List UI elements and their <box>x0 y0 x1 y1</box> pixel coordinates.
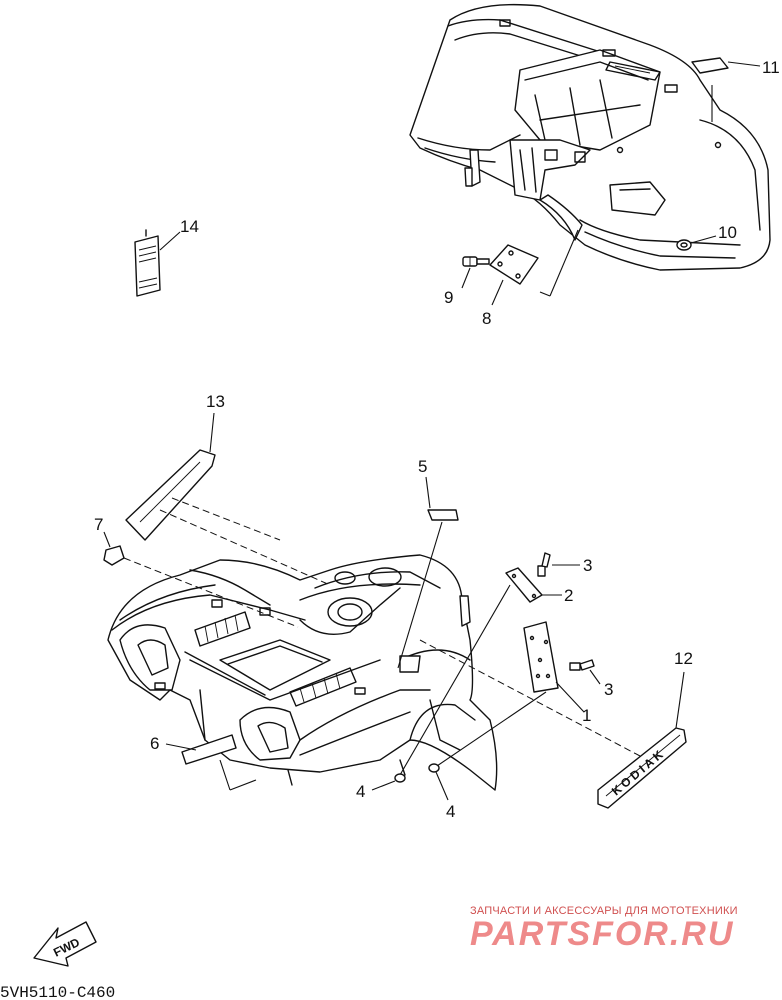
leader-1-b <box>433 691 547 769</box>
decal-part-13 <box>125 449 216 541</box>
leader-11 <box>727 61 761 67</box>
bracket-part-2 <box>505 567 543 603</box>
callout-3-upper: 3 <box>583 556 592 575</box>
leader-7-dash <box>123 557 299 628</box>
callout-8: 8 <box>482 309 491 328</box>
leader-8-c <box>549 229 579 297</box>
leader-5-b <box>397 521 443 669</box>
bolt-part-3-upper <box>537 552 551 577</box>
leader-8 <box>491 279 504 306</box>
bolt-part-3-lower <box>569 659 595 671</box>
leader-5 <box>425 476 431 509</box>
bracket-part-8 <box>489 244 539 285</box>
warning-label-part-14 <box>134 229 161 297</box>
decal-part-5 <box>427 509 459 521</box>
grommet-part-10 <box>676 239 692 251</box>
decal-kodiak-text: KODIAK <box>609 746 668 799</box>
bolt-part-9 <box>462 256 490 267</box>
callout-2: 2 <box>564 586 573 605</box>
callout-7: 7 <box>94 515 103 534</box>
leader-13-dash <box>159 509 331 586</box>
callout-12: 12 <box>674 649 693 668</box>
leader-12-dash <box>419 639 641 757</box>
diagram-code: 5VH5110-C460 <box>0 984 116 1000</box>
leader-13-dash-b <box>171 497 281 541</box>
callout-4-right: 4 <box>446 802 455 821</box>
leader-7 <box>103 531 111 548</box>
callout-3-lower: 3 <box>604 680 613 699</box>
callout-11: 11 <box>762 58 780 77</box>
leader-10 <box>690 235 717 244</box>
leader-9 <box>461 267 471 289</box>
fwd-arrow-icon: FWD <box>33 921 97 967</box>
callout-1: 1 <box>582 706 591 725</box>
emblem-part-7 <box>103 545 125 566</box>
callout-9: 9 <box>444 288 453 307</box>
leader-6-c <box>229 779 257 791</box>
callout-13: 13 <box>206 392 225 411</box>
leader-14 <box>159 231 181 251</box>
leader-4-right <box>435 771 449 801</box>
decal-part-12: KODIAK <box>597 727 687 809</box>
leader-4-left <box>371 780 396 791</box>
leader-2-b <box>399 584 511 776</box>
callout-10: 10 <box>718 223 737 242</box>
callout-14: 14 <box>180 217 199 236</box>
decal-part-11 <box>691 57 729 74</box>
leader-8-b <box>539 291 551 297</box>
watermark-tagline: ЗАПЧАСТИ И АКСЕССУАРЫ ДЛЯ МОТОТЕХНИКИ <box>470 905 738 917</box>
leader-13 <box>209 412 215 453</box>
panel-part-1 <box>523 621 559 693</box>
front-fender <box>107 554 498 791</box>
callout-6: 6 <box>150 734 159 753</box>
watermark-brand: PARTSFOR.RU <box>470 915 735 953</box>
leader-6-b <box>219 759 231 791</box>
rear-fender <box>409 3 771 271</box>
leader-3-lower <box>589 669 601 685</box>
callout-5: 5 <box>418 457 427 476</box>
washer-part-4-right <box>428 763 440 773</box>
callout-4-left: 4 <box>356 782 365 801</box>
leader-1 <box>555 681 585 713</box>
decal-part-6 <box>181 734 237 765</box>
washer-part-4-left <box>394 773 406 783</box>
leader-6 <box>165 743 197 751</box>
leader-12 <box>675 671 685 729</box>
grommet-part-10-inner <box>680 242 688 248</box>
